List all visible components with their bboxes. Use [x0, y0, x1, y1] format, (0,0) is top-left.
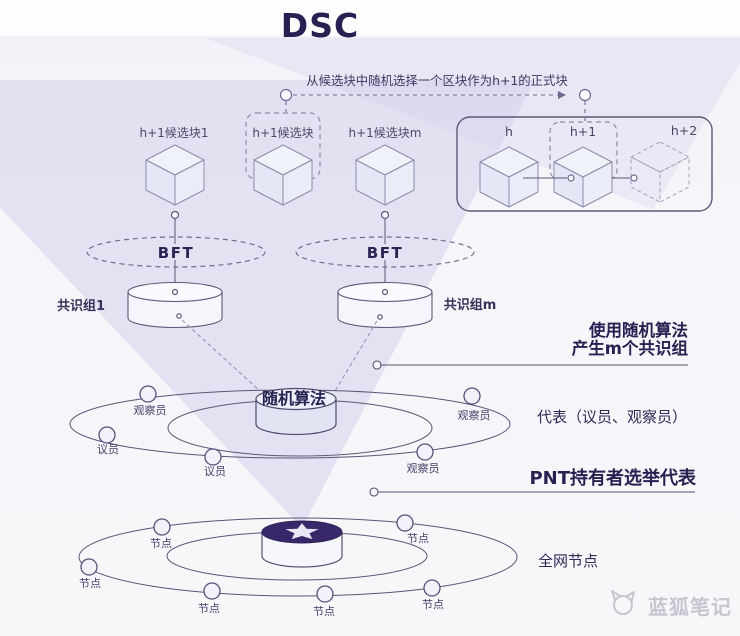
net-node [316, 585, 334, 603]
net-node-label: 节点 [407, 532, 429, 545]
group-to-random-link-left [181, 319, 261, 392]
net-node-label: 节点 [422, 598, 444, 611]
chain-block-cube-h [479, 146, 539, 208]
random-algorithm-label: 随机算法 [261, 389, 327, 408]
net-node [396, 514, 414, 532]
consensus-cylinder-right [337, 281, 433, 329]
caption-election: PNT持有者选举代表 [529, 468, 696, 489]
caption-representatives: 代表（议员、观察员） [537, 408, 688, 426]
caption-network: 全网节点 [538, 552, 599, 570]
random-algorithm-cylinder [255, 387, 337, 436]
page-title: DSC [280, 6, 360, 45]
candidate-to-group-links [170, 210, 390, 289]
chain-block-label-h1: h+1 [569, 124, 597, 139]
network-orbit-outer [78, 517, 518, 597]
chain-block-label-h2: h+2 [670, 123, 698, 138]
consensus-caption-rule [372, 360, 688, 370]
network-nodes [80, 514, 441, 603]
annotation-label: 从候选块中随机选择一个区块作为h+1的正式块 [306, 73, 568, 88]
consensus-group-label-right: 共识组m [443, 298, 497, 313]
chain-block-label-h: h [505, 124, 513, 139]
annotation-target-dot [578, 88, 592, 102]
group-to-random-link-right [334, 320, 378, 392]
rep-node [98, 426, 116, 444]
rep-node [204, 448, 222, 466]
rep-node-label: 观察员 [133, 404, 167, 417]
net-node [153, 518, 171, 536]
caption-consensus-line1: 使用随机算法 [589, 321, 688, 340]
arrowhead-icon [558, 91, 566, 99]
chain-connectors [523, 174, 638, 182]
bft-ring-right [295, 236, 475, 268]
rep-node-label: 议员 [97, 443, 119, 456]
candidate-block-label-1: h+1候选块1 [139, 126, 209, 140]
bft-label-right: BFT [366, 244, 404, 262]
rep-node-label: 观察员 [406, 462, 440, 475]
annotation-source-dot [279, 88, 293, 102]
star-icon [285, 523, 319, 540]
candidate-block-label-2: h+1候选块 [252, 126, 314, 140]
net-node-label: 节点 [150, 537, 172, 550]
chain-block-cube-h1 [553, 146, 613, 208]
candidate-block-label-m: h+1候选块m [348, 126, 422, 140]
net-node [80, 558, 98, 576]
election-caption-rule [369, 487, 695, 497]
candidate-block-cube-2 [253, 144, 313, 206]
representative-nodes [98, 385, 481, 466]
watermark: 蓝狐笔记 [648, 595, 732, 619]
net-node [423, 579, 441, 597]
rep-node [416, 443, 434, 461]
rep-node-label: 观察员 [457, 409, 491, 422]
annotation-arrow [279, 88, 592, 121]
candidate-block-cube-m [355, 144, 415, 206]
bft-ring-left [86, 236, 266, 268]
candidate-block-cube-1 [145, 144, 205, 206]
fox-logo-icon [611, 590, 635, 615]
consensus-cylinder-left [127, 281, 223, 329]
consensus-group-label-left: 共识组1 [56, 299, 106, 314]
chain-block-cube-h2 [630, 141, 690, 203]
network-core-cylinder [261, 520, 343, 568]
rep-node-label: 议员 [204, 465, 226, 478]
net-node-label: 节点 [79, 577, 101, 590]
selected-candidate-outline [245, 112, 321, 180]
bft-label-left: BFT [157, 244, 195, 262]
rep-node [463, 387, 481, 405]
rep-node [139, 385, 157, 403]
net-node [203, 582, 221, 600]
net-node-label: 节点 [313, 605, 335, 618]
net-node-label: 节点 [198, 602, 220, 615]
caption-consensus-line2: 产生m个共识组 [571, 339, 688, 358]
